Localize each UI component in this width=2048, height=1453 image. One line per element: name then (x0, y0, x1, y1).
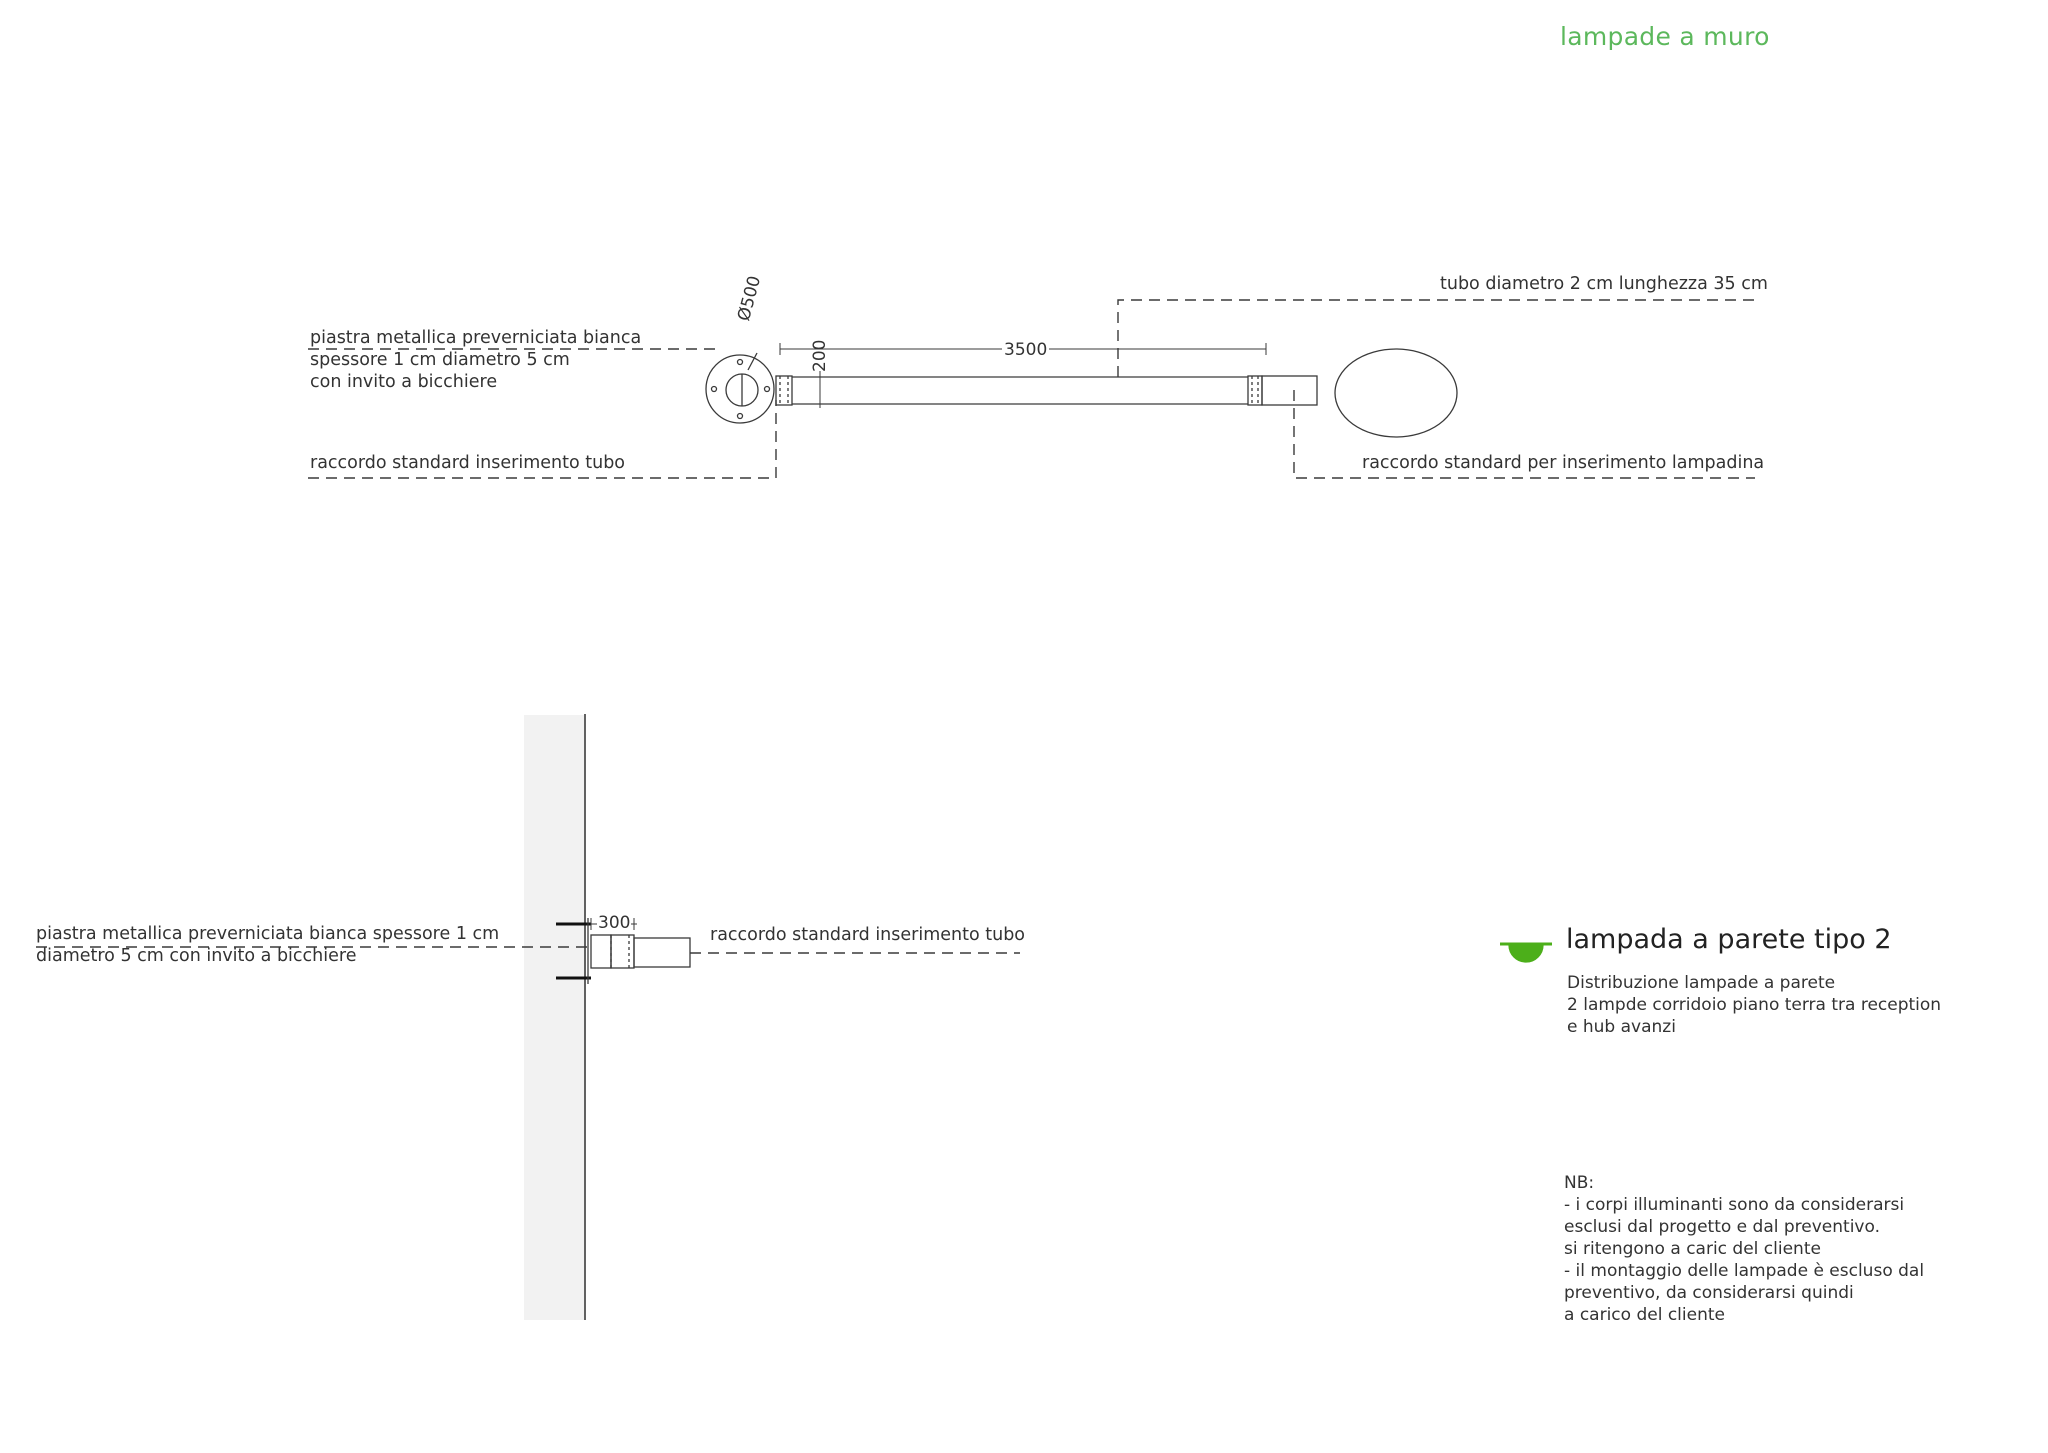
dim-tube-height: 200 (810, 339, 830, 372)
wall-section (524, 715, 584, 1320)
side-leader-lines (36, 946, 1020, 954)
top-wall-plate (705, 352, 775, 424)
top-tube (775, 375, 1318, 406)
dim-tube-length: 3500 (1002, 340, 1050, 360)
sheet-title: lampade a muro (1560, 22, 1770, 51)
top-fitting-left-label: raccordo standard inserimento tubo (310, 453, 626, 473)
top-leader-lines (308, 299, 1755, 479)
wall-lamp-icon (1500, 942, 1552, 963)
top-fitting-right-label: raccordo standard per inserimento lampad… (1362, 453, 1765, 473)
side-plate-label: piastra metallica preverniciata bianca s… (36, 924, 500, 966)
top-plate-label: piastra metallica preverniciata bianca s… (310, 328, 642, 392)
top-tube-label: tubo diametro 2 cm lunghezza 35 cm (1440, 274, 1768, 294)
side-fitting (587, 918, 691, 984)
legend-description: Distribuzione lampade a parete 2 lampde … (1567, 973, 1942, 1037)
dim-side-fitting: 300 (597, 913, 632, 933)
side-plate (556, 922, 591, 980)
notes-block: NB: - i corpi illuminanti sono da consid… (1564, 1173, 1925, 1325)
side-fitting-label: raccordo standard inserimento tubo (710, 925, 1026, 945)
top-bulb (1334, 348, 1458, 438)
legend-title: lampada a parete tipo 2 (1566, 924, 1892, 955)
